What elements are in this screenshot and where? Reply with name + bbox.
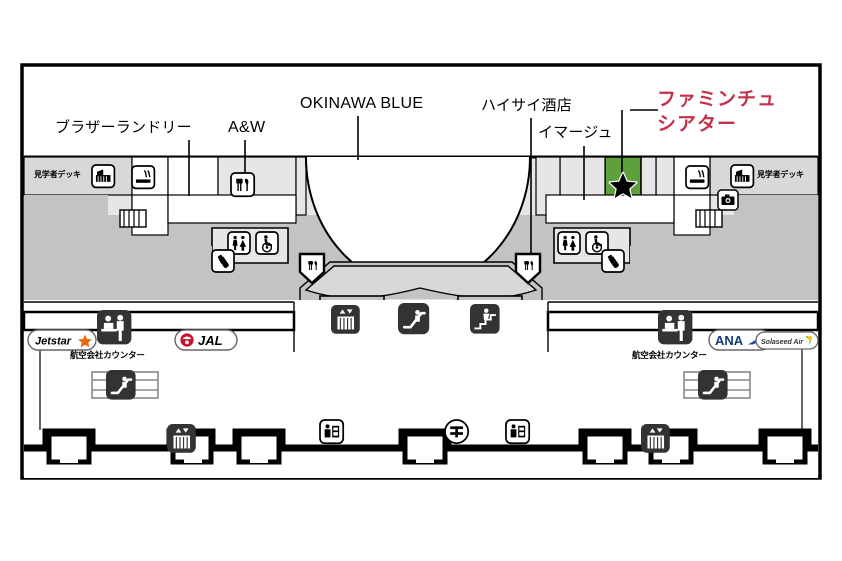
stairs-hatch-right — [695, 209, 723, 228]
icon-restroom-left — [227, 231, 251, 255]
airline-counter-label-right: 航空会社カウンター — [632, 350, 707, 360]
svg-text:Jetstar: Jetstar — [35, 336, 72, 348]
icon-accessible-restroom-left — [255, 231, 279, 255]
icon-smoking-room-right — [685, 165, 710, 190]
icon-restroom-right — [557, 231, 581, 255]
icon-escalator-lower-left — [106, 370, 136, 400]
icon-baggage-service-b — [505, 419, 531, 445]
icon-elevator-gate-right — [641, 424, 670, 453]
icon-post-office — [444, 419, 470, 445]
icon-escalator-center — [398, 303, 430, 335]
icon-airline-counter-right — [658, 310, 693, 345]
icon-observation-deck-right — [730, 164, 755, 189]
icon-nursing-room-right — [601, 249, 625, 273]
logo-jal: JAL — [174, 329, 238, 351]
icon-photo-service-right — [717, 189, 739, 211]
icon-smoking-room-left — [131, 165, 156, 190]
gate-wall — [24, 428, 818, 465]
highlight-label-line2: シアター — [657, 114, 738, 135]
you-are-here-star — [608, 171, 638, 200]
icon-nursing-room-left — [211, 249, 235, 273]
icon-escalator-lower-right — [698, 370, 728, 400]
airline-counter-label-left: 航空会社カウンター — [70, 350, 145, 360]
shop-label-haisai-shuten: ハイサイ酒店 — [481, 97, 572, 114]
shop-label-a-and-w: A&W — [228, 119, 266, 136]
icon-stairs-center — [470, 304, 500, 334]
checkin-counters — [22, 301, 820, 332]
shop-label-image: イマージュ — [538, 124, 613, 141]
icon-elevator-gate-left — [167, 424, 196, 453]
svg-text:Solaseed Air: Solaseed Air — [761, 339, 804, 346]
stairs-hatch-left — [119, 209, 147, 228]
svg-text:ANA: ANA — [715, 333, 744, 348]
icon-baggage-service-a — [319, 419, 345, 445]
icon-observation-deck-left — [91, 164, 116, 189]
logo-jetstar: Jetstar — [27, 329, 97, 351]
icon-restaurant-pin-left — [298, 252, 326, 285]
shop-label-brother-laundry: ブラザーランドリー — [55, 119, 192, 136]
icon-restaurant-left — [230, 172, 256, 198]
observation-deck-label-right: 見学者デッキ — [757, 170, 804, 179]
logo-solaseed-air: Solaseed Air — [755, 331, 819, 350]
icon-restaurant-pin-right — [514, 252, 542, 285]
icon-elevator-center — [331, 305, 360, 334]
highlight-label-line1: ファミンチュ — [657, 89, 778, 110]
icon-accessible-restroom-right — [585, 231, 609, 255]
shop-label-okinawa-blue: OKINAWA BLUE — [300, 95, 424, 112]
label-band — [24, 67, 818, 157]
icon-airline-counter-left — [97, 310, 132, 345]
svg-text:JAL: JAL — [198, 333, 223, 348]
observation-deck-label-left: 見学者デッキ — [34, 170, 81, 179]
